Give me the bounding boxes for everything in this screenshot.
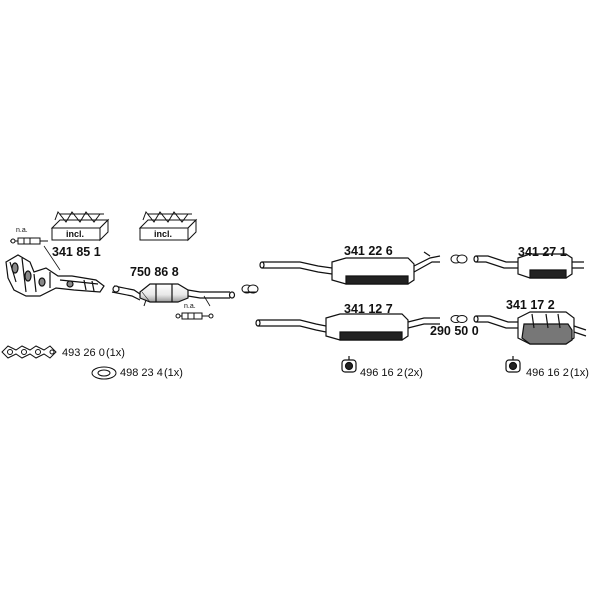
- oxygen-sensor-2: [175, 312, 214, 320]
- pipe-clamp-2: [450, 254, 468, 264]
- ring-gasket-icon: [91, 366, 117, 380]
- gasket-strip-qty: (1x): [106, 347, 125, 359]
- na-label-1: n.a.: [16, 227, 28, 234]
- middle-silencer-upper: [259, 251, 441, 285]
- gasket-strip-number: 493 26 0: [62, 347, 105, 359]
- part-label-middle-lower: 341 12 7: [344, 302, 393, 316]
- incl-box-1: [50, 211, 110, 242]
- ring-gasket-qty: (1x): [164, 367, 183, 379]
- rear-silencer-lower: [473, 311, 587, 345]
- gasket-strip-icon: [1, 345, 57, 359]
- middle-silencer-lower: [255, 313, 440, 341]
- na-label-2: n.a.: [184, 303, 196, 310]
- hanger-icon-rear: [505, 356, 521, 373]
- hanger-rear-number: 496 16 2: [526, 367, 569, 379]
- catalytic-converter: [111, 283, 236, 303]
- cat-bracket-tab: [143, 299, 147, 307]
- cat-bracket: [141, 291, 151, 303]
- ring-gasket-number: 498 23 4: [120, 367, 163, 379]
- part-label-rear-upper: 341 27 1: [518, 245, 567, 259]
- part-label-catalyst: 750 86 8: [130, 265, 179, 279]
- part-label-middle-upper: 341 22 6: [344, 244, 393, 258]
- part-label-manifold: 341 85 1: [52, 245, 101, 259]
- leader-line-sensor-2: [203, 295, 211, 307]
- hanger-rear-qty: (1x): [570, 367, 589, 379]
- hanger-middle-number: 496 16 2: [360, 367, 403, 379]
- leader-line-manifold: [43, 245, 61, 271]
- hanger-middle-qty: (2x): [404, 367, 423, 379]
- incl-box-2: [138, 211, 198, 242]
- incl-label-1: incl.: [66, 229, 84, 239]
- part-label-connector: 290 50 0: [430, 324, 479, 338]
- part-label-rear-lower: 341 17 2: [506, 298, 555, 312]
- pipe-clamp-1: [241, 284, 259, 294]
- oxygen-sensor-1: [10, 237, 48, 245]
- pipe-connector: [450, 315, 468, 323]
- rear-silencer-upper: [473, 253, 584, 279]
- incl-label-2: incl.: [154, 229, 172, 239]
- exhaust-manifold: [5, 254, 105, 297]
- hanger-icon-middle: [341, 356, 357, 373]
